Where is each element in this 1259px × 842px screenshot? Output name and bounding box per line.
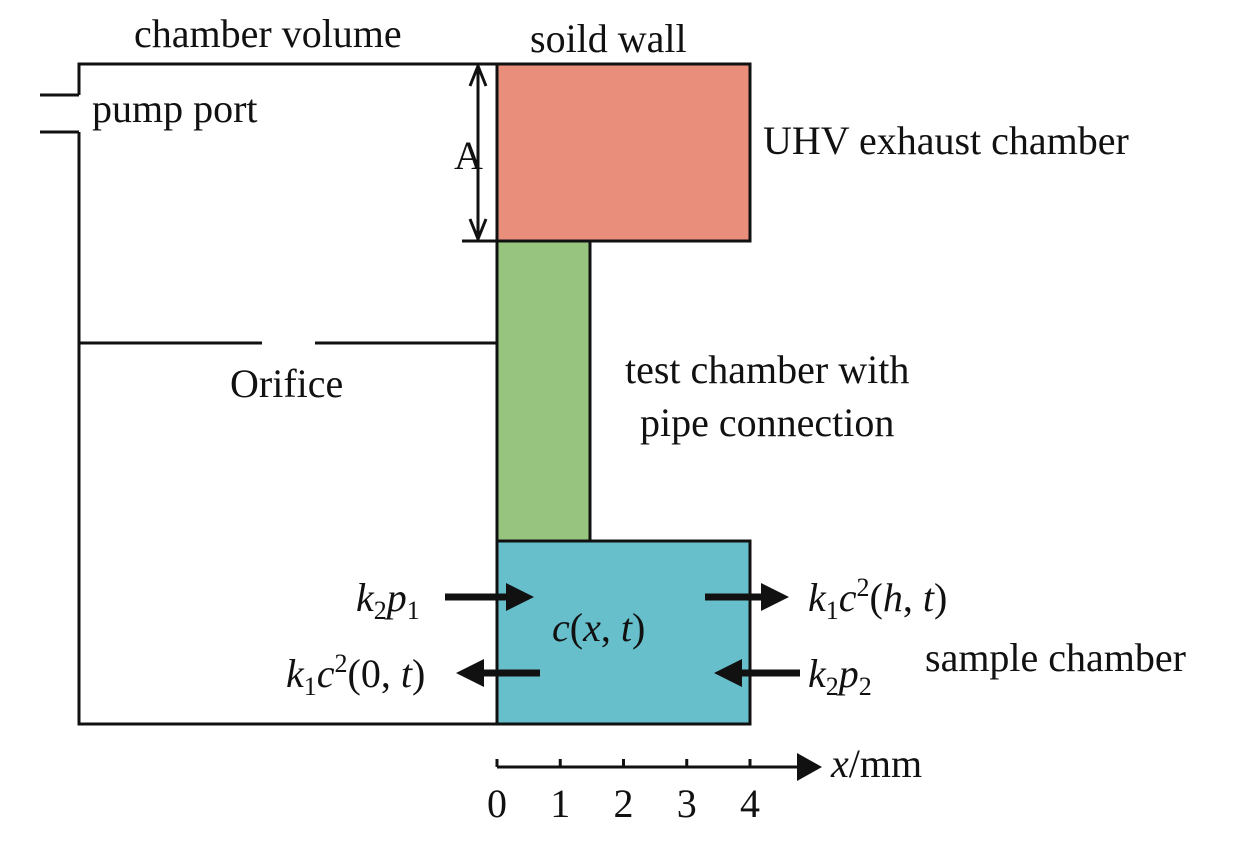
dimension-a-arrow: [462, 62, 497, 243]
label-chamber-volume: chamber volume: [134, 11, 402, 56]
x-axis-tick-label: 4: [740, 781, 760, 826]
x-axis-tick-label: 2: [614, 781, 634, 826]
label-dimension-a: A: [454, 133, 483, 178]
x-axis-label: x/mm: [830, 741, 922, 786]
term-k2p2: k2p2: [808, 651, 872, 701]
flux-arrows: [445, 583, 800, 687]
label-sample-chamber: sample chamber: [925, 635, 1186, 680]
sample-chamber: [495, 539, 752, 726]
label-orifice: Orifice: [230, 361, 343, 406]
x-axis-tick-label: 0: [487, 781, 507, 826]
term-k2p1: k2p1: [356, 575, 420, 625]
x-axis-arrowhead: [797, 753, 822, 781]
test-chamber: [495, 239, 592, 543]
term-k1c2-0: k1c2(0, t): [286, 649, 425, 701]
x-axis-tick-label: 3: [677, 781, 697, 826]
label-test-chamber-line2: pipe connection: [640, 400, 894, 445]
chamber-volume-outline: [40, 62, 497, 726]
label-pump-port: pump port: [92, 86, 258, 131]
x-axis-tick-label: 1: [550, 781, 570, 826]
term-c-x-t: c(x, t): [552, 605, 645, 650]
uhv-exhaust-chamber: [495, 62, 752, 243]
label-solid-wall: soild wall: [530, 16, 687, 61]
label-test-chamber-line1: test chamber with: [625, 347, 909, 392]
label-uhv-exhaust-chamber: UHV exhaust chamber: [763, 118, 1129, 163]
term-k1c2-h: k1c2(h, t): [808, 573, 947, 625]
